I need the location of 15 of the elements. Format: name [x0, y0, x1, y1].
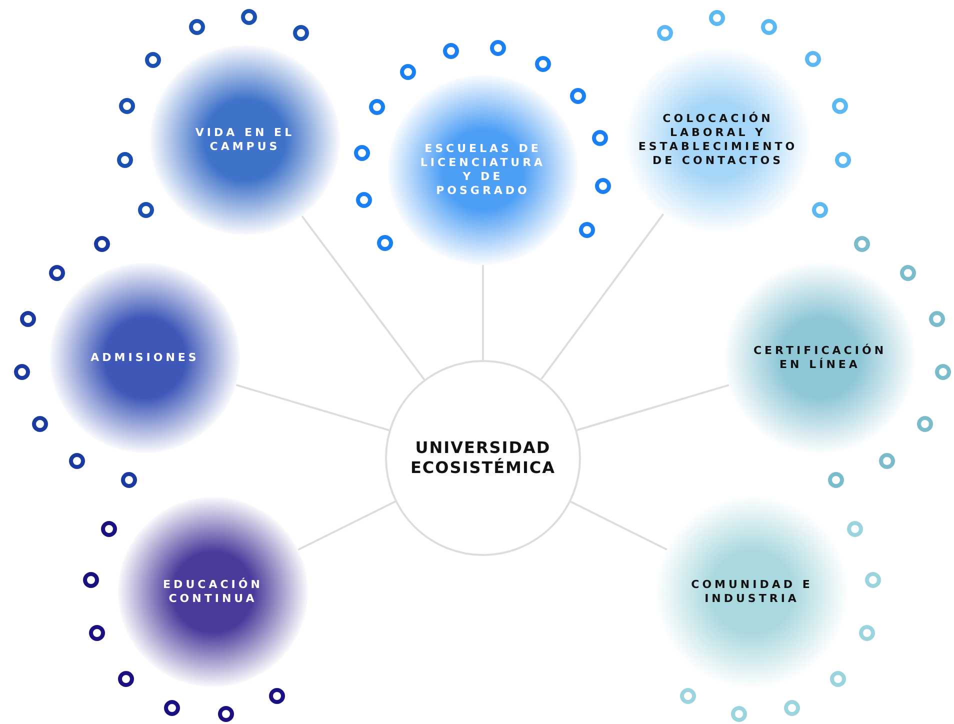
- node-label: UNIVERSIDAD ECOSISTÉMICA: [409, 438, 557, 478]
- connector-line: [570, 500, 668, 551]
- connector-line: [236, 384, 390, 432]
- node-label: ESCUELAS DE LICENCIATURA Y DE POSGRADO: [419, 142, 547, 198]
- connector-line: [576, 384, 730, 432]
- node-label: VIDA EN EL CAMPUS: [194, 126, 296, 154]
- node-label: CERTIFICACIÓN EN LÍNEA: [752, 344, 888, 372]
- connector-line: [482, 265, 484, 360]
- connector-line: [301, 215, 426, 380]
- node-label: COLOCACIÓN LABORAL Y ESTABLECIMIENTO DE CONTACTOS: [638, 112, 798, 168]
- connector-line: [540, 213, 664, 380]
- node-label: COMUNIDAD E INDUSTRIA: [690, 578, 814, 606]
- node-label: ADMISIONES: [90, 351, 200, 365]
- connector-line: [298, 500, 396, 551]
- node-label: EDUCACIÓN CONTINUA: [162, 578, 264, 606]
